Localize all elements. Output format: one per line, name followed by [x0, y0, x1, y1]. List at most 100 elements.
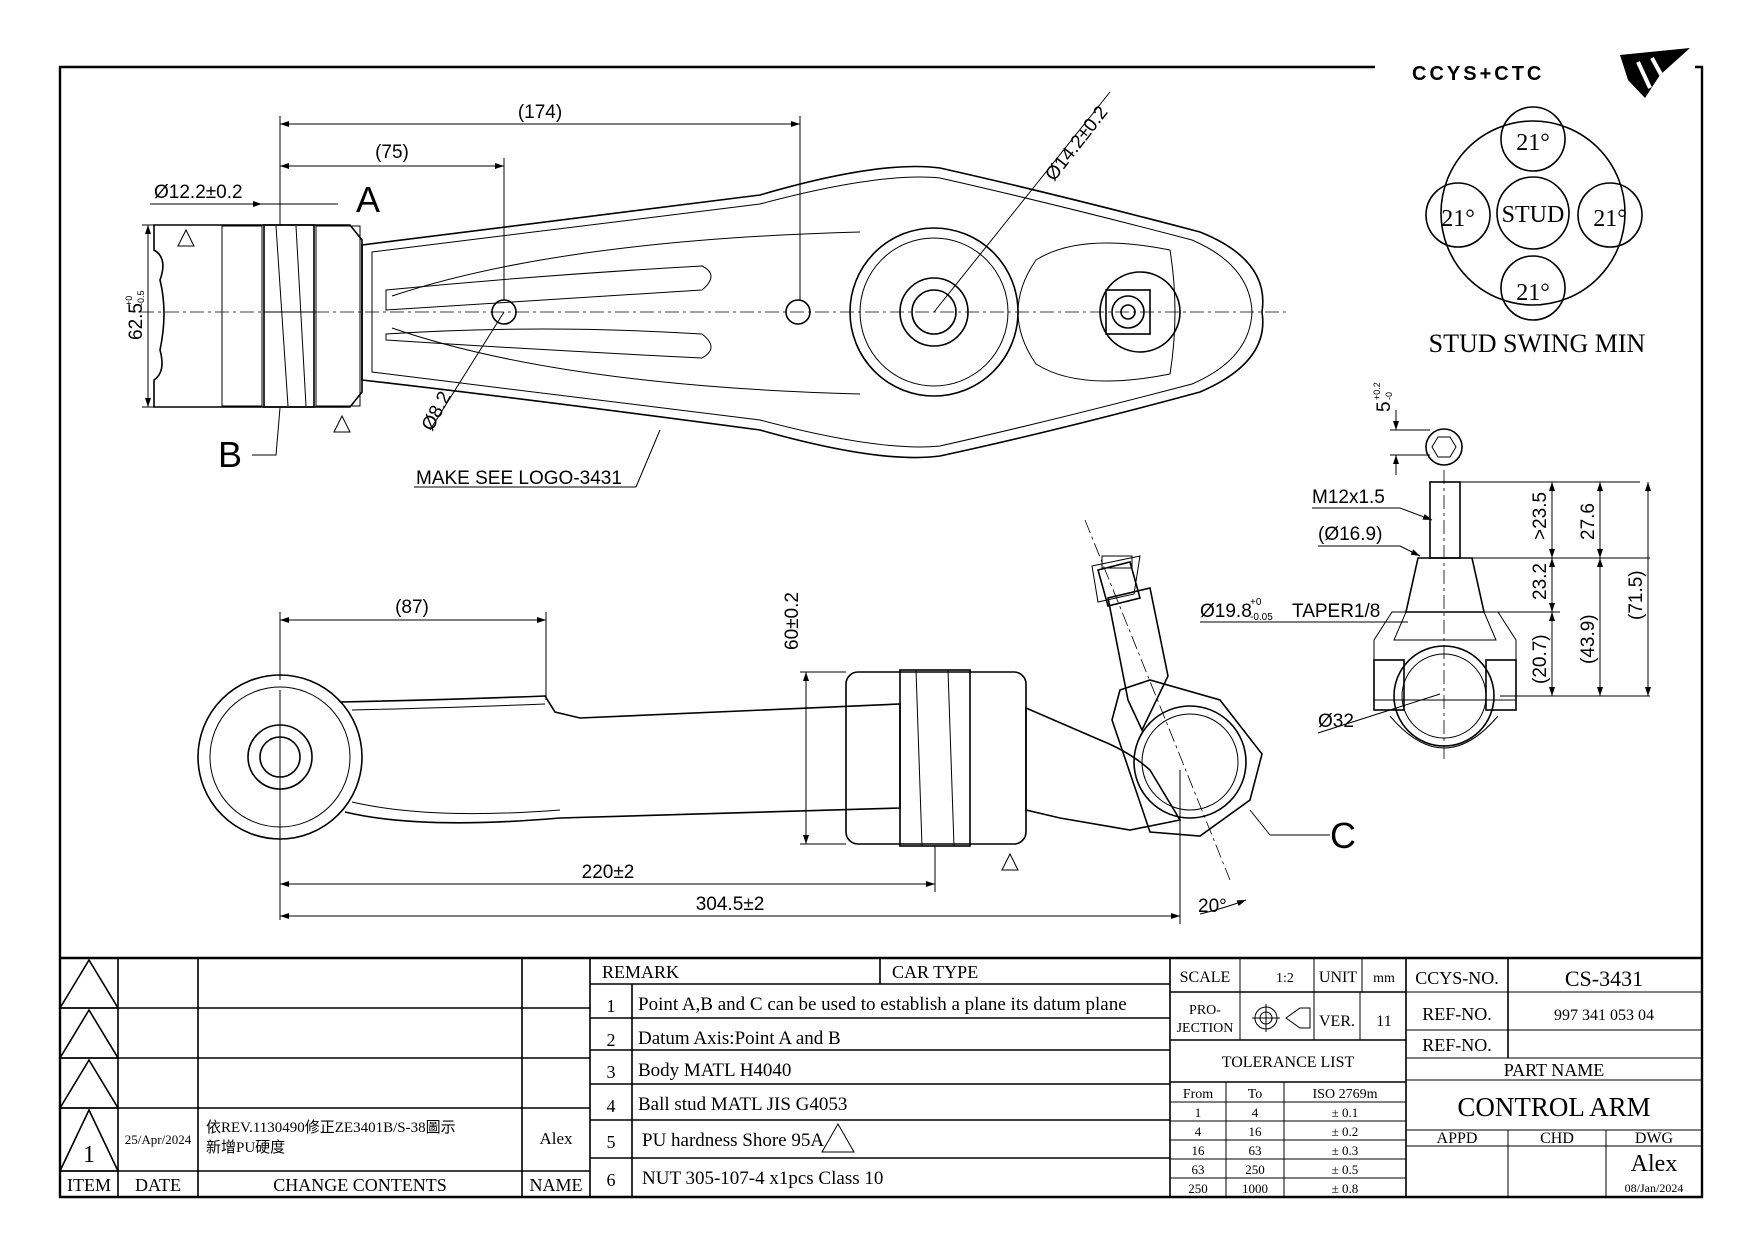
ref-no-value-1: 997 341 053 04 — [1554, 1007, 1654, 1024]
chd-label: CHD — [1540, 1130, 1574, 1147]
title-block: 1 25/Apr/2024 依REV.1130490修正ZE3401B/S-38… — [58, 956, 1702, 1197]
ball-stud-detail: 5 +0.2 -0 M12x1.5 (Ø16.9) Ø19.8 +0 -0.05… — [1200, 382, 1651, 760]
dim-220: 220±2 — [582, 862, 635, 883]
remark-1-no: 1 — [607, 996, 616, 1016]
top-view: (174) (75) Ø12.2±0.2 A 62.5 +0 -0.5 B Ø8… — [124, 91, 1290, 489]
rev-1-contents-line1: 依REV.1130490修正ZE3401B/S-38圖示 — [206, 1119, 456, 1136]
stud-swing-title: STUD SWING MIN — [1429, 329, 1646, 358]
brand-logo-text: CCYS+CTC — [1412, 63, 1544, 85]
dim-bush-height-tol-up: +0 — [124, 296, 134, 306]
specs-table: SCALE 1:2 UNIT mm PRO- JECTION VER. 11 T… — [1169, 958, 1407, 1197]
tol-row-2-value: ± 0.2 — [1332, 1124, 1359, 1139]
swing-angle-right: 21° — [1593, 206, 1627, 232]
tol-row-3-value: ± 0.3 — [1332, 1143, 1359, 1158]
dim-304: 304.5±2 — [696, 894, 765, 915]
ccys-no-value: CS-3431 — [1565, 966, 1643, 991]
swing-angle-top: 21° — [1516, 130, 1550, 156]
tol-row-2-to: 16 — [1249, 1124, 1263, 1139]
tol-row-2-from: 4 — [1195, 1124, 1202, 1139]
tol-to-header: To — [1248, 1087, 1263, 1102]
scale-label: SCALE — [1180, 969, 1231, 986]
remark-4-text: Ball stud MATL JIS G4053 — [638, 1094, 847, 1115]
dim-60: 60±0.2 — [782, 592, 803, 650]
dim-bush-diameter: Ø12.2±0.2 — [154, 182, 243, 203]
dim-23-2: 23.2 — [1530, 563, 1551, 600]
dim-hole-diameter: Ø8.2 — [418, 388, 456, 434]
header-date: DATE — [135, 1175, 181, 1195]
remark-4-no: 4 — [607, 1096, 616, 1116]
dim-27-6: 27.6 — [1578, 503, 1599, 540]
rev-1-contents-line2: 新增PU硬度 — [206, 1139, 285, 1156]
dwg-date: 08/Jan/2024 — [1625, 1181, 1684, 1195]
remark-6-text: NUT 305-107-4 x1pcs Class 10 — [642, 1168, 883, 1189]
remark-5-text: PU hardness Shore 95A — [642, 1130, 824, 1151]
rev-1-name: Alex — [539, 1129, 573, 1148]
tol-row-1-value: ± 0.1 — [1332, 1105, 1359, 1120]
ref-no-label-1: REF-NO. — [1422, 1004, 1492, 1024]
dim-169: (Ø16.9) — [1318, 524, 1382, 545]
dim-71-5: (71.5) — [1626, 570, 1647, 620]
rev-1-number: 1 — [83, 1142, 95, 1168]
tol-row-5-value: ± 0.8 — [1332, 1181, 1359, 1196]
warning-icon — [821, 1122, 855, 1153]
dim-75: (75) — [375, 142, 409, 163]
dim-gt-23-5: >23.5 — [1530, 492, 1551, 540]
remark-2-no: 2 — [607, 1030, 616, 1050]
tol-row-4-value: ± 0.5 — [1332, 1162, 1359, 1177]
part-name-value: CONTROL ARM — [1457, 1092, 1650, 1122]
dim-ball-diameter: Ø14.2±0.2 — [1041, 102, 1112, 185]
side-view: (87) 60±0.2 220±2 304.5±2 20° C — [197, 519, 1356, 924]
car-type-header: CAR TYPE — [892, 962, 978, 982]
stud-label: STUD — [1502, 202, 1565, 228]
stud-swing-diagram: STUD 21° 21° 21° 21° STUD SWING MIN — [1425, 106, 1646, 358]
ccys-no-label: CCYS-NO. — [1415, 968, 1499, 988]
appd-label: APPD — [1437, 1130, 1478, 1147]
point-a-label: A — [356, 179, 380, 220]
brand-logo: CCYS+CTC — [1412, 48, 1690, 98]
remark-3-text: Body MATL H4040 — [638, 1060, 791, 1081]
dim-174: (174) — [518, 102, 562, 123]
remark-6-no: 6 — [607, 1170, 616, 1190]
dim-hex-5-tol-dn: -0 — [1384, 392, 1394, 400]
remark-2-text: Datum Axis:Point A and B — [638, 1028, 841, 1049]
dim-hex-5-tol-up: +0.2 — [1372, 382, 1382, 400]
remark-header: REMARK — [602, 962, 679, 982]
unit-value: mm — [1373, 971, 1395, 986]
ref-no-label-2: REF-NO. — [1422, 1035, 1492, 1055]
tol-row-1-to: 4 — [1252, 1105, 1259, 1120]
rev-1-date: 25/Apr/2024 — [125, 1132, 192, 1147]
remarks-table: REMARK CAR TYPE 1 Point A,B and C can be… — [590, 958, 1170, 1197]
projection-label-2: JECTION — [1177, 1021, 1234, 1036]
tol-row-5-to: 1000 — [1242, 1181, 1268, 1196]
dim-taper-tol-dn: -0.05 — [1250, 612, 1273, 623]
part-info-table: CCYS-NO. CS-3431 REF-NO. 997 341 053 04 … — [1406, 958, 1702, 1197]
swing-angle-left: 21° — [1441, 206, 1475, 232]
sheet-border — [58, 65, 1704, 1199]
ver-value: 11 — [1376, 1013, 1391, 1030]
revision-table: 1 25/Apr/2024 依REV.1130490修正ZE3401B/S-38… — [58, 958, 591, 1197]
remark-1-text: Point A,B and C can be used to establish… — [638, 994, 1127, 1015]
header-name: NAME — [530, 1175, 583, 1195]
tol-row-5-from: 250 — [1188, 1181, 1208, 1196]
logo-note: MAKE SEE LOGO-3431 — [416, 468, 622, 489]
ver-label: VER. — [1319, 1013, 1355, 1030]
scale-value: 1:2 — [1276, 971, 1294, 986]
projection-symbol-icon — [1252, 1004, 1311, 1032]
tolerance-title: TOLERANCE LIST — [1222, 1054, 1355, 1071]
header-item: ITEM — [67, 1175, 111, 1195]
dim-bush-height-tol-dn: -0.5 — [136, 290, 146, 306]
brand-mark-icon — [1620, 48, 1690, 98]
dim-bush-height: 62.5 — [126, 303, 147, 340]
dwg-label: DWG — [1635, 1130, 1674, 1147]
header-change-contents: CHANGE CONTENTS — [273, 1175, 447, 1195]
remark-3-no: 3 — [607, 1062, 616, 1082]
unit-label: UNIT — [1319, 969, 1357, 986]
point-c-label: C — [1330, 815, 1356, 856]
point-b-label: B — [218, 434, 242, 475]
dim-taper-diameter: Ø19.8 — [1200, 601, 1252, 622]
dim-43-9: (43.9) — [1578, 614, 1599, 664]
tol-std-header: ISO 2769m — [1313, 1087, 1378, 1102]
tol-row-3-to: 63 — [1249, 1143, 1262, 1158]
tol-row-4-from: 63 — [1192, 1162, 1205, 1177]
